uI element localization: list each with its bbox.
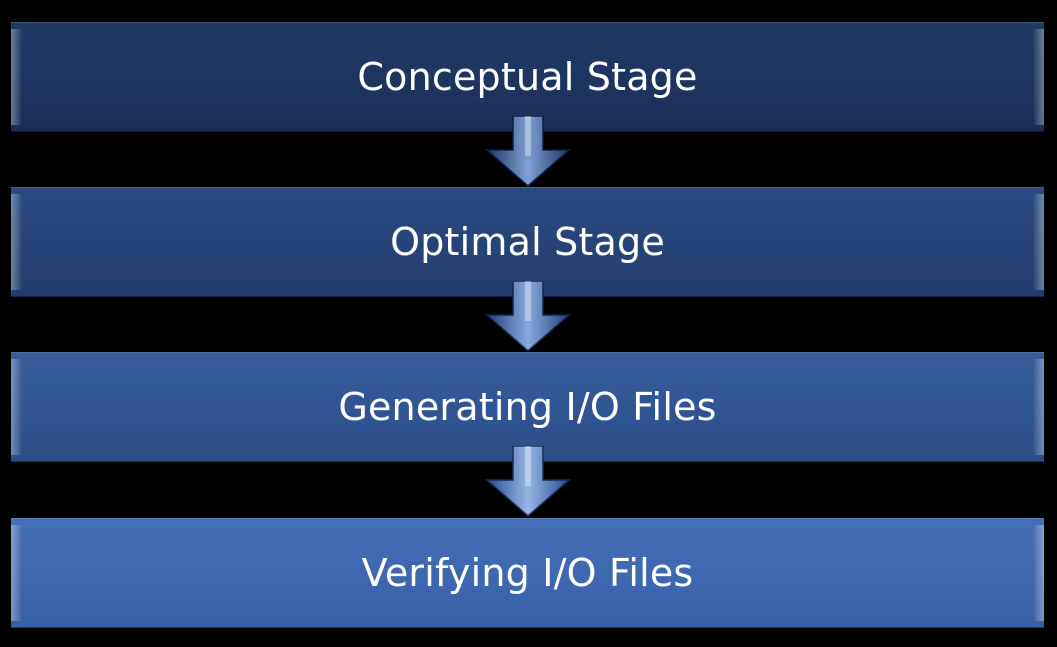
arrow-down-icon <box>485 446 571 517</box>
stage-optimal: Optimal Stage <box>11 187 1044 297</box>
arrow-down-icon <box>485 281 571 352</box>
stage-label: Optimal Stage <box>390 220 665 264</box>
stage-label: Verifying I/O Files <box>361 551 694 595</box>
stage-label: Generating I/O Files <box>338 385 717 429</box>
stage-verifying-io-files: Verifying I/O Files <box>11 518 1044 628</box>
arrow-down-icon <box>485 116 571 187</box>
stage-generating-io-files: Generating I/O Files <box>11 352 1044 462</box>
stage-conceptual: Conceptual Stage <box>11 22 1044 132</box>
stage-label: Conceptual Stage <box>357 55 698 99</box>
